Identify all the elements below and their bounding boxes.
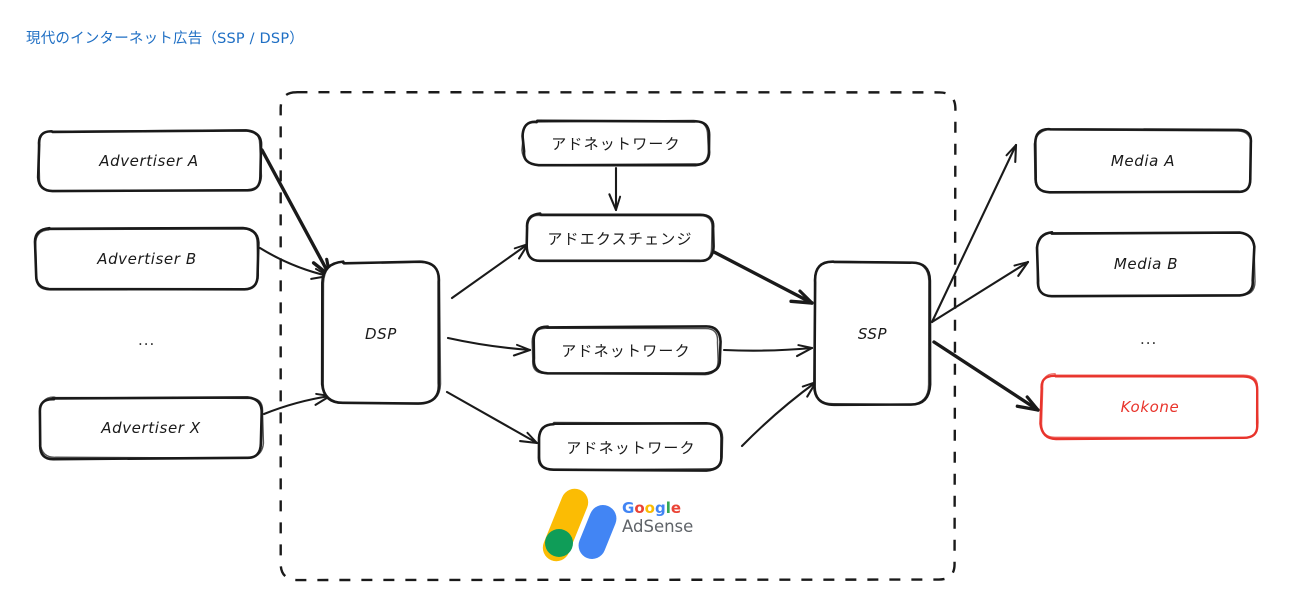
nodes-group bbox=[33, 119, 1259, 472]
edge-adnet_mid-to-ssp bbox=[722, 344, 814, 358]
platform-boundary-group bbox=[279, 91, 957, 582]
edge-ssp-to-media_a bbox=[930, 143, 1018, 324]
node-shape-media_b bbox=[1035, 231, 1256, 298]
adsense-mark-icon bbox=[538, 484, 621, 566]
media_ellipsis: ... bbox=[1140, 330, 1158, 348]
node-shape-adnet_top bbox=[521, 119, 710, 166]
edge-adv_x-to-dsp bbox=[262, 392, 332, 416]
google-letter: l bbox=[665, 499, 671, 517]
page-title: 現代のインターネット広告（SSP / DSP） bbox=[26, 31, 304, 47]
adv_ellipsis: ... bbox=[138, 331, 156, 349]
google-wordmark: Google bbox=[622, 499, 693, 517]
google-adsense-logo: Google AdSense bbox=[538, 484, 705, 566]
node-shape-adv_x bbox=[38, 396, 263, 461]
edge-adex-to-ssp bbox=[712, 250, 814, 305]
node-shape-adv_x bbox=[38, 396, 265, 459]
edge-dsp-to-adnet_bot bbox=[445, 390, 539, 445]
node-shape-adv_b bbox=[33, 226, 260, 291]
node-shape-adnet_bot bbox=[538, 421, 724, 471]
node-shape-adnet_top bbox=[521, 119, 711, 167]
node-shape-ssp bbox=[813, 260, 932, 407]
edge-dsp-to-adex bbox=[450, 242, 530, 300]
platform-boundary-dashed-box bbox=[279, 91, 957, 582]
adsense-green-dot-icon bbox=[545, 529, 573, 557]
google-letter: e bbox=[670, 499, 682, 517]
edge-adnet_top-to-adex bbox=[608, 166, 622, 212]
node-shape-kokone bbox=[1039, 374, 1259, 441]
node-shape-adex bbox=[525, 212, 715, 263]
edge-adnet_bot-to-ssp bbox=[740, 380, 818, 448]
node-shape-dsp bbox=[320, 260, 441, 405]
google-letter: o bbox=[634, 499, 645, 517]
edge-ssp-to-media_b bbox=[930, 260, 1030, 324]
google-letter: g bbox=[654, 499, 666, 517]
edge-adv_a-to-dsp bbox=[260, 148, 332, 278]
node-shape-media_a bbox=[1034, 127, 1253, 194]
adsense-product-name: AdSense bbox=[622, 517, 694, 537]
node-shape-adnet_bot bbox=[537, 422, 723, 472]
node-shape-adnet_mid bbox=[532, 325, 722, 375]
google-letter: o bbox=[644, 499, 655, 517]
node-shape-kokone bbox=[1040, 373, 1259, 439]
edge-dsp-to-adnet_mid bbox=[446, 336, 532, 357]
google-letter: G bbox=[622, 499, 635, 517]
node-shape-media_b bbox=[1036, 231, 1256, 297]
node-shape-ssp bbox=[813, 260, 930, 406]
edge-ssp-to-kokone bbox=[932, 340, 1040, 412]
node-shape-adv_a bbox=[37, 129, 263, 192]
node-shape-dsp bbox=[322, 261, 442, 404]
node-shape-adnet_mid bbox=[531, 327, 719, 376]
node-shape-media_a bbox=[1033, 128, 1252, 193]
node-shape-adv_b bbox=[34, 228, 260, 291]
edges-group bbox=[258, 143, 1040, 448]
node-shape-adv_a bbox=[36, 129, 263, 193]
node-shape-adex bbox=[526, 214, 713, 263]
adsense-wordmark: Google AdSense bbox=[622, 499, 694, 537]
